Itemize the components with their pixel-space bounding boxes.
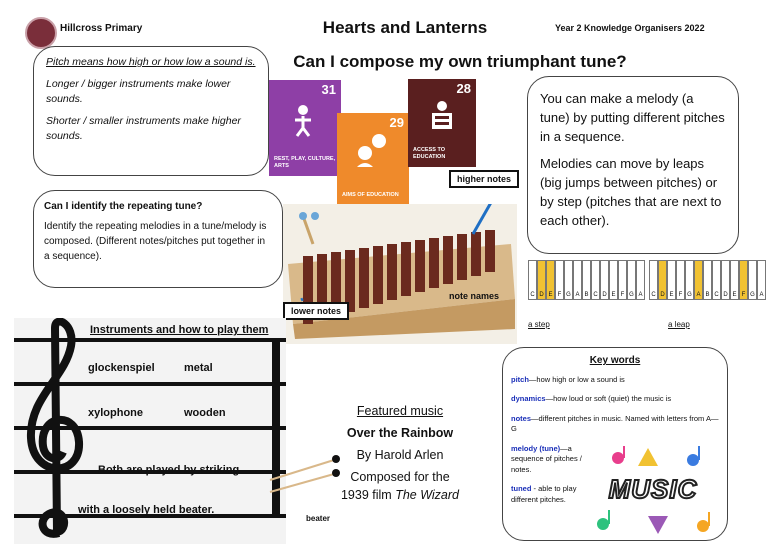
key: C <box>649 260 658 300</box>
keyword-item: dynamics—how loud or soft (quiet) the mu… <box>511 394 672 403</box>
key-words-heading: Key words <box>589 355 641 366</box>
repeat-text: Identify the repeating melodies in a tun… <box>44 221 267 262</box>
leap-label: a leap <box>668 320 690 329</box>
key: B <box>703 260 712 300</box>
keyword-item: notes—different pitches in music. Named … <box>511 413 719 434</box>
key: D <box>537 260 546 300</box>
metal-label: metal <box>184 362 213 374</box>
beater-label: beater <box>306 514 331 523</box>
keyword-item: tuned - able to play different pitches. <box>511 484 577 504</box>
page-title: Hearts and Lanterns <box>322 18 488 37</box>
music-logo-text: MUSIC <box>608 473 698 505</box>
film-line: 1939 film The Wizard <box>340 488 459 502</box>
keyword-item: pitch—how high or low a sound is <box>511 374 625 384</box>
key: E <box>546 260 555 300</box>
key: F <box>555 260 564 300</box>
beater-image <box>269 455 340 493</box>
leap-keyboard: C D E F G A B C D E F G A <box>649 260 766 300</box>
composer: By Harold Arlen <box>356 448 444 462</box>
treble-clef-icon <box>26 318 83 538</box>
key: A <box>573 260 582 300</box>
sdg-number: 29 <box>389 115 404 130</box>
music-notes-icon <box>597 446 710 534</box>
school-name: Hillcross Primary <box>60 23 143 34</box>
key: F <box>618 260 627 300</box>
repeat-box: Can I identify the repeating tune? Ident… <box>33 190 283 288</box>
sdg-number: 28 <box>456 81 471 96</box>
key: F <box>676 260 685 300</box>
key: E <box>609 260 618 300</box>
instruments-heading: Instruments and how to play them <box>90 324 269 336</box>
sdg-number: 31 <box>321 82 336 97</box>
key: C <box>591 260 600 300</box>
school-logo <box>25 17 57 49</box>
composed-for: Composed for the <box>350 470 450 484</box>
step-label: a step <box>528 320 550 329</box>
striking-text: Both are played by striking <box>98 464 240 476</box>
key: C <box>528 260 537 300</box>
music-logo: MUSIC <box>588 446 718 536</box>
repeat-heading: Can I identify the repeating tune? <box>44 201 203 212</box>
key: D <box>600 260 609 300</box>
key: G <box>564 260 573 300</box>
melody-box: You can make a melody (a tune) by puttin… <box>527 76 739 254</box>
pitch-line-2: Longer / bigger instruments make lower s… <box>46 78 231 105</box>
song-title: Over the Rainbow <box>346 426 454 440</box>
key-words-box: Key words pitch—how high or low a sound … <box>502 347 728 541</box>
beater-text: with a loosely held beater. <box>78 504 215 516</box>
sdg-tile-28: 28 ACCESS TO EDUCATION <box>408 79 476 167</box>
sdg-tile-31: 31 REST, PLAY, CULTURE, ARTS <box>269 80 341 176</box>
sdg-label: REST, PLAY, CULTURE, ARTS <box>274 156 336 169</box>
step-keyboard: C D E F G A B C D E F G A <box>528 260 645 300</box>
glockenspiel-label: glockenspiel <box>88 362 155 374</box>
key: A <box>694 260 703 300</box>
note-names-label: note names <box>449 291 500 301</box>
featured-music: Featured music Over the Rainbow By Harol… <box>340 402 460 504</box>
key: G <box>748 260 757 300</box>
pitch-line-1: Pitch means how high or how low a sound … <box>46 56 256 68</box>
melody-text-2: Melodies can move by leaps (big jumps be… <box>540 156 722 228</box>
thinking-icon <box>357 134 386 167</box>
key: A <box>636 260 645 300</box>
higher-notes-callout: higher notes <box>449 170 520 188</box>
year-label: Year 2 Knowledge Organisers 2022 <box>555 23 705 33</box>
pitch-box: Pitch means how high or how low a sound … <box>33 46 269 176</box>
melody-text-1: You can make a melody (a tune) by puttin… <box>540 91 725 144</box>
sdg-label: AIMS OF EDUCATION <box>342 192 399 198</box>
key: E <box>730 260 739 300</box>
sdg-label: ACCESS TO EDUCATION <box>413 147 446 160</box>
key: B <box>582 260 591 300</box>
key: A <box>757 260 766 300</box>
reading-icon <box>432 101 452 129</box>
wooden-label: wooden <box>184 407 226 419</box>
key: D <box>658 260 667 300</box>
pitch-line-3: Shorter / smaller instruments make highe… <box>46 115 241 142</box>
key: D <box>721 260 730 300</box>
xylophone-image <box>283 204 517 344</box>
main-question: Can I compose my own triumphant tune? <box>293 52 627 71</box>
featured-heading: Featured music <box>356 404 444 418</box>
key: G <box>685 260 694 300</box>
lower-notes-callout: lower notes <box>283 302 350 320</box>
keyword-item: melody (tune)—a sequence of pitches / no… <box>511 443 582 474</box>
key: C <box>712 260 721 300</box>
dance-icon <box>295 105 311 137</box>
key: E <box>667 260 676 300</box>
instruments-staff: Instruments and how to play them glocken… <box>14 318 286 544</box>
sdg-tile-29: 29 AIMS OF EDUCATION <box>337 113 409 205</box>
xylophone-label: xylophone <box>88 407 144 419</box>
key: F <box>739 260 748 300</box>
key: G <box>627 260 636 300</box>
